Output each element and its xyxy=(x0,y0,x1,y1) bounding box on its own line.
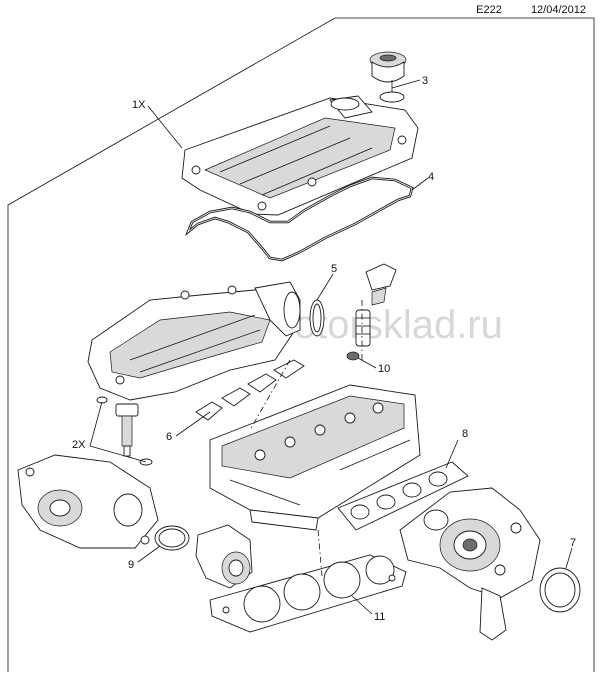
diagram-date: 12/04/2012 xyxy=(530,4,586,16)
thermostat-housing xyxy=(195,524,253,589)
callout-5: 5 xyxy=(331,263,337,275)
water-pump-housing xyxy=(17,454,159,549)
callout-7: 7 xyxy=(570,537,576,549)
diagram-code: E222 xyxy=(476,4,502,16)
oil-filler-cap xyxy=(369,51,407,83)
cylinder-head-gasket xyxy=(209,554,407,633)
kit-boundary-frame xyxy=(7,17,595,672)
callout-6: 6 xyxy=(166,431,172,443)
page-header: E222 12/04/2012 xyxy=(450,4,586,16)
callout-4: 4 xyxy=(428,171,434,183)
exhaust-manifold-gasket xyxy=(337,461,469,531)
callout-3: 3 xyxy=(422,75,428,87)
callout-2x: 2X xyxy=(72,439,86,451)
fuel-injector xyxy=(115,403,139,457)
callout-10: 10 xyxy=(378,363,390,375)
cylinder-head xyxy=(209,384,421,531)
oil-cap-seal-ring xyxy=(379,91,405,103)
valve-cover xyxy=(181,95,419,216)
intake-manifold xyxy=(87,281,301,401)
callout-1x: 1X xyxy=(132,99,146,111)
intake-manifold-gaskets xyxy=(195,359,305,421)
callout-9: 9 xyxy=(128,559,134,571)
valve-follower-assembly xyxy=(346,263,397,361)
exhaust-turbocharger xyxy=(399,487,541,641)
callout-8: 8 xyxy=(462,428,468,440)
callout-11: 11 xyxy=(374,611,385,623)
